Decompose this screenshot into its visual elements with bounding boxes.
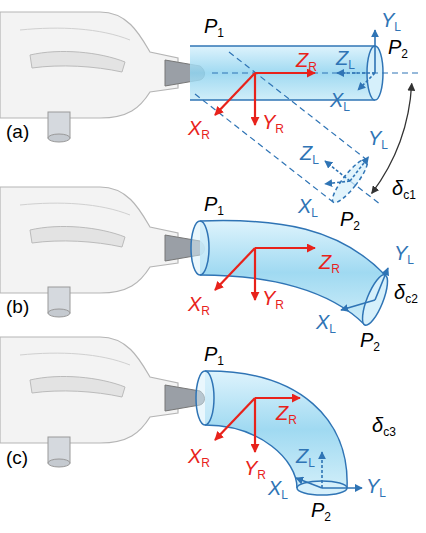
axis-arrow [358,73,375,90]
panel-label: (c) [6,448,28,467]
axis-label: ZR [319,252,340,275]
panel-a-art [0,12,418,207]
axis-arrow [322,487,362,489]
tube-edge [200,275,365,325]
axis-arrow [374,30,376,73]
axis-label: XL [268,478,288,501]
axis-label: YL [394,243,414,266]
axis-label: XR [188,446,210,469]
axis-arrow [296,478,322,488]
axis-label: ZL [300,143,319,166]
angle-label: δc3 [372,415,396,438]
axis-arrow [254,73,256,125]
axis-arrow [255,72,315,74]
point-label: P2 [340,209,360,232]
panel-b-art [0,187,392,328]
axis-arrow [337,72,375,74]
axis-arrow [341,300,375,310]
axis-arrow [254,248,256,300]
angle-label: δc1 [392,178,416,201]
hand-model [0,187,205,317]
axis-arrow [375,268,388,300]
axis-arrow [215,248,255,290]
axis-arrow [321,452,323,488]
bent-tube [200,221,385,325]
axis-label: ZL [336,48,355,71]
axis-arrow [255,247,315,249]
angle-label: δc2 [394,282,418,305]
axis-label: XR [188,118,210,141]
axis-label: YL [366,476,386,499]
hand-model [0,12,205,142]
point-label: P2 [388,37,408,60]
axis-label: XL [298,196,318,219]
axis-label: ZL [296,446,315,469]
axis-label: YR [244,458,266,481]
point-label: P1 [204,344,224,367]
tube-edge [190,45,375,47]
axis-arrow [254,398,256,452]
point-label: P2 [360,330,380,353]
hand-model [0,337,205,467]
point-label: P1 [204,16,224,39]
axis-label: YL [381,10,401,33]
axis-arrow [350,157,369,181]
tube-start [191,221,209,275]
axis-label: YL [368,128,388,151]
panel-label: (b) [6,297,29,316]
axis-label: ZR [296,50,317,73]
axis-label: XL [330,90,350,113]
panel-label: (a) [6,122,29,141]
axis-label: XR [188,294,210,317]
axis-arrow [325,161,350,181]
axis-arrow [215,398,255,440]
point-label: P2 [311,500,331,523]
axis-label: YR [262,288,284,311]
axis-arrow [215,73,255,115]
tube-edge [205,371,347,488]
bent-tube [205,371,347,488]
axis-label: ZR [276,403,297,426]
tube-start [196,371,214,425]
axis-arrow [325,181,350,184]
point-label: P1 [204,194,224,217]
axis-arrow [255,397,300,399]
panel-c-art [0,337,362,495]
axis-label: XL [316,312,336,335]
axis-label: YR [262,112,284,135]
rotated-tube-edge [195,94,333,202]
